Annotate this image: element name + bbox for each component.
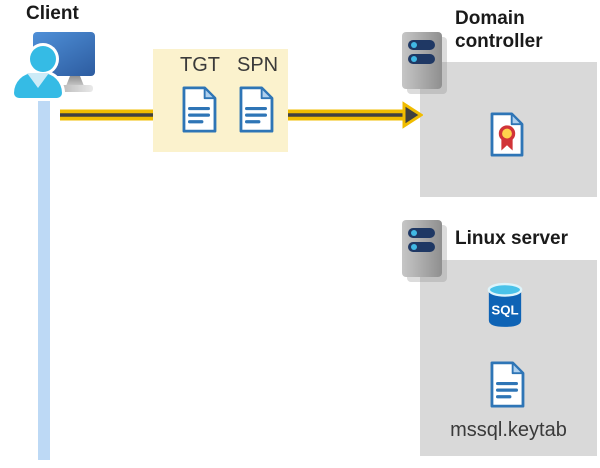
sql-icon-label: SQL bbox=[491, 303, 518, 318]
ticket-box: TGT SPN bbox=[153, 49, 288, 152]
client-connection-line bbox=[38, 90, 50, 460]
sql-database-icon: SQL bbox=[487, 282, 523, 327]
domain-controller-title: Domain controller bbox=[455, 8, 543, 52]
keytab-document-icon bbox=[490, 361, 525, 408]
person-head bbox=[30, 46, 56, 72]
tgt-document-icon bbox=[182, 86, 217, 133]
linux-server-server-icon bbox=[402, 220, 442, 277]
server-led bbox=[411, 244, 417, 250]
server-led bbox=[411, 56, 417, 62]
certificate-seal bbox=[498, 125, 516, 142]
client-title: Client bbox=[26, 3, 79, 24]
client-icon bbox=[0, 0, 100, 100]
server-led bbox=[411, 230, 417, 236]
keytab-filename: mssql.keytab bbox=[450, 419, 567, 441]
spn-label: SPN bbox=[237, 54, 279, 76]
monitor-stand-neck bbox=[66, 76, 84, 86]
server-drive-slot bbox=[408, 54, 435, 64]
server-drive-slot bbox=[408, 40, 435, 50]
spn-document-icon bbox=[239, 86, 274, 133]
server-drive-slot bbox=[408, 242, 435, 252]
person-collar bbox=[27, 73, 49, 88]
linux-server-title: Linux server bbox=[455, 228, 568, 249]
server-led bbox=[411, 42, 417, 48]
tgt-label: TGT bbox=[180, 54, 220, 76]
monitor-stand-base bbox=[57, 85, 93, 92]
arrow-head bbox=[402, 101, 423, 129]
server-drive-slot bbox=[408, 228, 435, 238]
domain-controller-server-icon bbox=[402, 32, 442, 89]
certificate-icon bbox=[490, 112, 524, 157]
